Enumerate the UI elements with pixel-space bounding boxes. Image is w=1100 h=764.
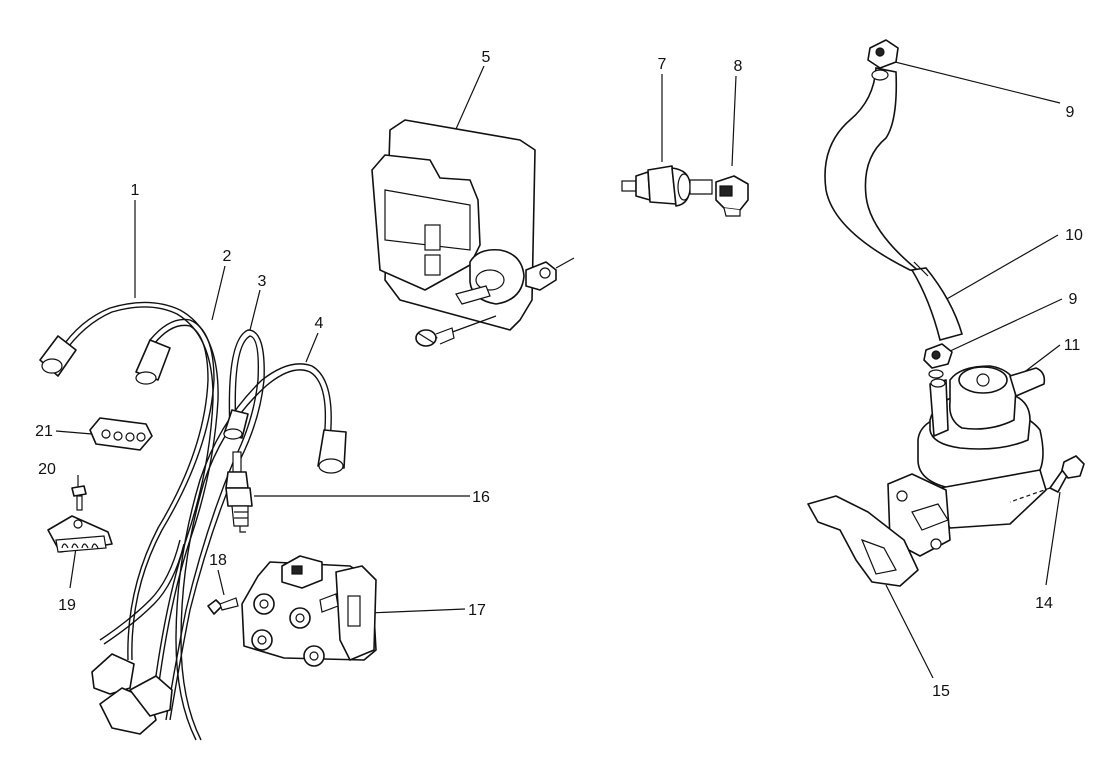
callout-17: 17 — [468, 602, 486, 619]
part-10-fuel-hose — [824, 67, 963, 341]
callout-labels: 1 2 3 4 5 7 8 9 9 10 11 14 15 16 17 18 1… — [35, 49, 1083, 700]
callout-9-top: 9 — [1066, 104, 1075, 121]
ignition-lead-set — [59, 301, 332, 741]
part-21-lead-separator — [89, 417, 153, 451]
callout-9-bottom: 9 — [1069, 291, 1078, 308]
callout-7: 7 — [658, 56, 667, 73]
part-9-hose-clamp-top — [867, 39, 899, 81]
callout-11: 11 — [1064, 337, 1081, 354]
callout-3: 3 — [258, 273, 267, 290]
callout-8: 8 — [734, 58, 743, 75]
callout-18: 18 — [209, 552, 227, 569]
part-19-bracket — [47, 515, 113, 553]
part-17-ignition-coil — [241, 555, 377, 667]
part-14-bolt — [1009, 455, 1085, 503]
part-20-screw — [71, 485, 87, 511]
part-7-sensor — [621, 165, 713, 207]
callout-15: 15 — [932, 683, 950, 700]
callout-5: 5 — [482, 49, 491, 66]
part-5-ecu-module — [371, 119, 575, 347]
callout-2: 2 — [223, 248, 232, 265]
leader-lines — [55, 59, 1063, 679]
callout-21: 21 — [35, 423, 53, 440]
callout-10: 10 — [1065, 227, 1083, 244]
callout-19: 19 — [58, 597, 76, 614]
part-15-pump-lever — [807, 473, 951, 587]
spark-plug-boots — [39, 335, 347, 735]
callout-16: 16 — [472, 489, 490, 506]
part-9-hose-clamp-bottom — [923, 343, 953, 379]
part-18-screw — [207, 597, 239, 615]
callout-1: 1 — [131, 182, 140, 199]
callout-20: 20 — [38, 461, 56, 478]
part-11-fuel-pump — [917, 365, 1047, 529]
part-16-spark-plug — [225, 451, 253, 533]
callout-14: 14 — [1035, 595, 1053, 612]
part-8-connector — [715, 175, 749, 217]
callout-4: 4 — [315, 315, 324, 332]
